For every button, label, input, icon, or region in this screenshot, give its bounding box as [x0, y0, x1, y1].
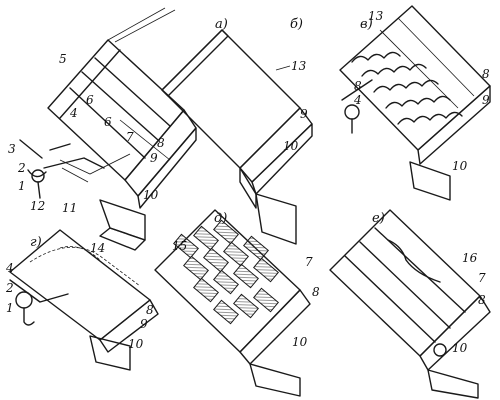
label-a-11: 11 — [62, 201, 77, 215]
label-a-2: 2 — [17, 161, 26, 175]
label-v-13: 13 — [368, 9, 384, 23]
label-v-10: 10 — [452, 159, 468, 173]
label-a-10: 10 — [143, 188, 159, 202]
label-a-6b: 6 — [104, 115, 112, 129]
label-v-4: 4 — [353, 93, 362, 107]
label-b-10: 10 — [283, 139, 299, 153]
label-a-5: 5 — [59, 52, 67, 66]
label-d-8: 8 — [312, 285, 320, 299]
panel-e-caption: е) — [372, 211, 385, 226]
label-a-9: 9 — [150, 151, 158, 165]
label-e-7: 7 — [478, 271, 486, 285]
label-a-4: 4 — [69, 106, 78, 120]
label-g-8: 8 — [146, 303, 154, 317]
panel-b-caption: б) — [290, 17, 303, 32]
label-g-2: 2 — [5, 281, 14, 295]
label-a-8: 8 — [157, 136, 165, 150]
panel-d: д) 15 7 8 10 — [154, 209, 320, 397]
label-v-9: 9 — [482, 93, 490, 107]
label-a-6a: 6 — [86, 93, 94, 107]
panel-a: а) 5 4 6 6 7 3 2 1 12 11 8 — [8, 7, 228, 251]
label-a-1: 1 — [18, 179, 26, 193]
label-a-12: 12 — [30, 199, 45, 213]
panel-v: в) 13 8 4 8 9 10 — [339, 5, 491, 201]
label-b-9: 9 — [300, 107, 308, 121]
label-a-7: 7 — [126, 130, 134, 144]
label-g-9: 9 — [140, 317, 148, 331]
label-g-10: 10 — [128, 337, 144, 351]
label-e-10: 10 — [452, 341, 468, 355]
panel-e: е) 16 7 8 10 — [329, 209, 491, 399]
label-b-13: 13 — [291, 59, 307, 73]
label-v-8b: 8 — [482, 67, 490, 81]
label-d-15: 15 — [172, 239, 187, 253]
label-g-14: 14 — [90, 241, 105, 255]
label-d-7: 7 — [305, 255, 313, 269]
label-a-3: 3 — [8, 142, 16, 156]
panel-b: б) 13 9 10 — [161, 17, 313, 245]
label-g-4: 4 — [5, 261, 14, 275]
panel-a-caption: а) — [215, 17, 228, 32]
label-d-10: 10 — [292, 335, 308, 349]
panel-v-caption: в) — [360, 17, 373, 32]
label-v-8a: 8 — [354, 79, 362, 93]
label-g-1: 1 — [6, 301, 14, 315]
panel-g-caption: г) — [30, 235, 42, 250]
label-e-8: 8 — [478, 293, 486, 307]
panel-g: г) 14 4 2 1 8 9 10 — [5, 229, 159, 371]
label-e-16: 16 — [462, 251, 478, 265]
